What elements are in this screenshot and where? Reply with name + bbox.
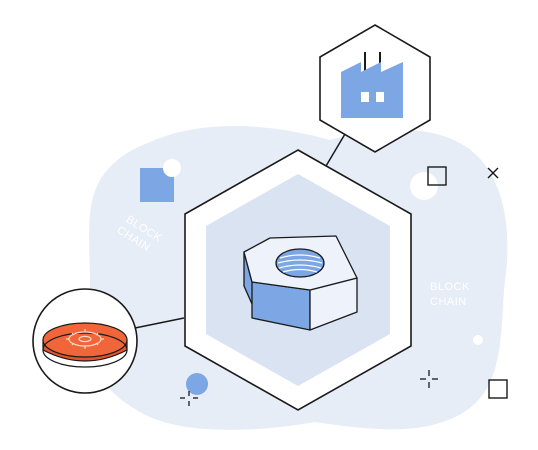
factory-icon [341,52,403,118]
sparkle-icon [420,370,438,388]
hex-nut-icon [243,235,358,331]
connector-top [325,133,346,167]
svg-text:CHAIN: CHAIN [430,296,467,308]
white-circle-shape [410,172,438,200]
connector-left [134,317,185,329]
gear-icon [66,329,104,349]
outline-square-top [427,166,447,186]
white-dot-shape [163,159,181,177]
cross-icon [487,167,499,179]
svg-text:BLOCK: BLOCK [430,281,470,293]
nut-hole [275,248,325,278]
gear-coin-icon [42,322,128,368]
coin-face [42,322,128,358]
outline-square-bottom [488,379,508,399]
coin-bottom [42,332,128,368]
right-blockchain-label: BLOCK CHAIN [430,281,470,308]
white-dot-right [473,335,483,345]
sparkle-icon-left [180,391,198,406]
blue-dot-bottom [186,373,208,395]
nut-thread [277,254,323,273]
